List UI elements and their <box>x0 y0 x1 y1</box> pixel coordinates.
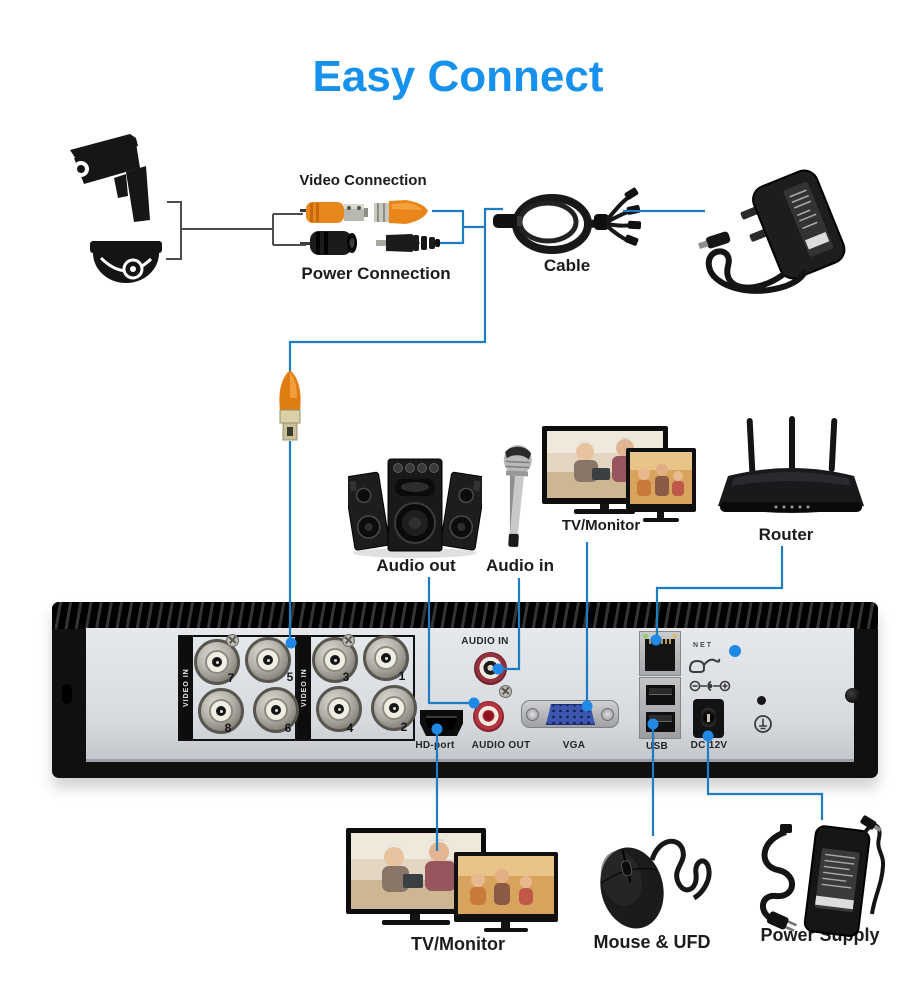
bnc-port-1[interactable] <box>363 635 409 681</box>
microphone-icon <box>503 444 532 548</box>
video-in-label-right: VIDEO IN <box>298 637 311 739</box>
dc-label: DC 12V <box>690 740 728 751</box>
usb-label: USB <box>645 741 669 752</box>
bnc-port-3[interactable] <box>312 637 358 683</box>
port-number: 8 <box>224 721 232 735</box>
tv-monitor-bottom-icon <box>346 828 558 932</box>
ethernet-led-green <box>643 634 648 638</box>
reset-hole <box>757 696 766 705</box>
bnc-plug-icon <box>279 370 301 441</box>
vga-port[interactable] <box>521 700 619 728</box>
screw-icon <box>342 634 355 647</box>
ethernet-port[interactable] <box>639 631 681 676</box>
port-number: 3 <box>342 670 350 684</box>
power-connector-icon <box>300 231 440 255</box>
dvr-right-screw <box>845 688 860 703</box>
dc-power-jack[interactable] <box>693 699 724 738</box>
ethernet-socket <box>645 639 675 671</box>
bnc-port-2[interactable] <box>371 685 417 731</box>
audio-in-jack[interactable] <box>474 652 507 685</box>
cable-splitter-icon <box>493 187 642 254</box>
label-audio-out: Audio out <box>376 556 456 575</box>
ethernet-led-amber <box>672 634 677 638</box>
bnc-port-6[interactable] <box>253 687 299 733</box>
hdmi-port[interactable] <box>420 710 463 736</box>
screw-icon <box>499 685 512 698</box>
camera-bracket-lines <box>166 201 306 260</box>
bnc-port-5[interactable] <box>245 637 291 683</box>
page-title: Easy Connect <box>312 52 604 101</box>
usb-slot-1[interactable] <box>646 685 675 705</box>
power-adapter-icon <box>698 169 846 294</box>
usb-slot-2[interactable] <box>646 712 675 732</box>
screw-icon <box>226 634 239 647</box>
port-number: 7 <box>227 671 235 685</box>
vga-screw-icon <box>526 708 539 721</box>
vga-screw-icon <box>601 708 614 721</box>
tv-monitor-top-icon <box>542 426 696 522</box>
label-cable: Cable <box>543 256 591 275</box>
label-router: Router <box>758 525 814 544</box>
power-supply-icon <box>760 815 886 937</box>
ground-icon <box>754 715 772 733</box>
video-in-label-left: VIDEO IN <box>180 637 193 739</box>
label-tv-monitor-top: TV/Monitor <box>561 517 641 534</box>
label-power-connection: Power Connection <box>301 264 451 283</box>
audio-out-jack[interactable] <box>473 701 504 732</box>
vga-label: VGA <box>562 740 586 751</box>
dc-polarity-icon <box>689 680 731 692</box>
hd-port-label: HD-port <box>415 740 455 751</box>
port-number: 4 <box>346 721 354 735</box>
dvr-left-slot <box>62 684 72 704</box>
label-mouse-ufd: Mouse & UFD <box>593 932 711 952</box>
mouse-glyph-icon <box>688 658 721 673</box>
bullet-camera-icon <box>70 134 150 222</box>
label-video-connection: Video Connection <box>299 172 427 189</box>
audio-out-label: AUDIO OUT <box>471 740 531 751</box>
mouse-ufd-icon <box>600 838 712 929</box>
router-icon <box>718 416 864 513</box>
video-in-box-right: VIDEO IN <box>296 635 415 741</box>
port-number: 5 <box>286 670 294 684</box>
video-connector-icon <box>300 200 428 224</box>
net-label: NET <box>693 642 713 649</box>
vga-connector <box>546 704 595 725</box>
dvr-back-panel: VIDEO IN VIDEO IN 7 5 8 6 3 1 4 2 AUDIO … <box>52 602 878 778</box>
label-audio-in: Audio in <box>486 556 554 575</box>
audio-in-label: AUDIO IN <box>461 636 509 647</box>
dome-camera-icon <box>90 241 162 283</box>
usb-ports[interactable] <box>639 677 681 739</box>
dvr-top-vents <box>52 602 878 629</box>
port-number: 6 <box>284 721 292 735</box>
speakers-icon <box>348 458 482 558</box>
label-tv-monitor-bottom: TV/Monitor <box>411 934 505 954</box>
port-number: 1 <box>398 669 406 683</box>
port-number: 2 <box>400 720 408 734</box>
bnc-port-4[interactable] <box>316 686 362 732</box>
bnc-port-8[interactable] <box>198 688 244 734</box>
